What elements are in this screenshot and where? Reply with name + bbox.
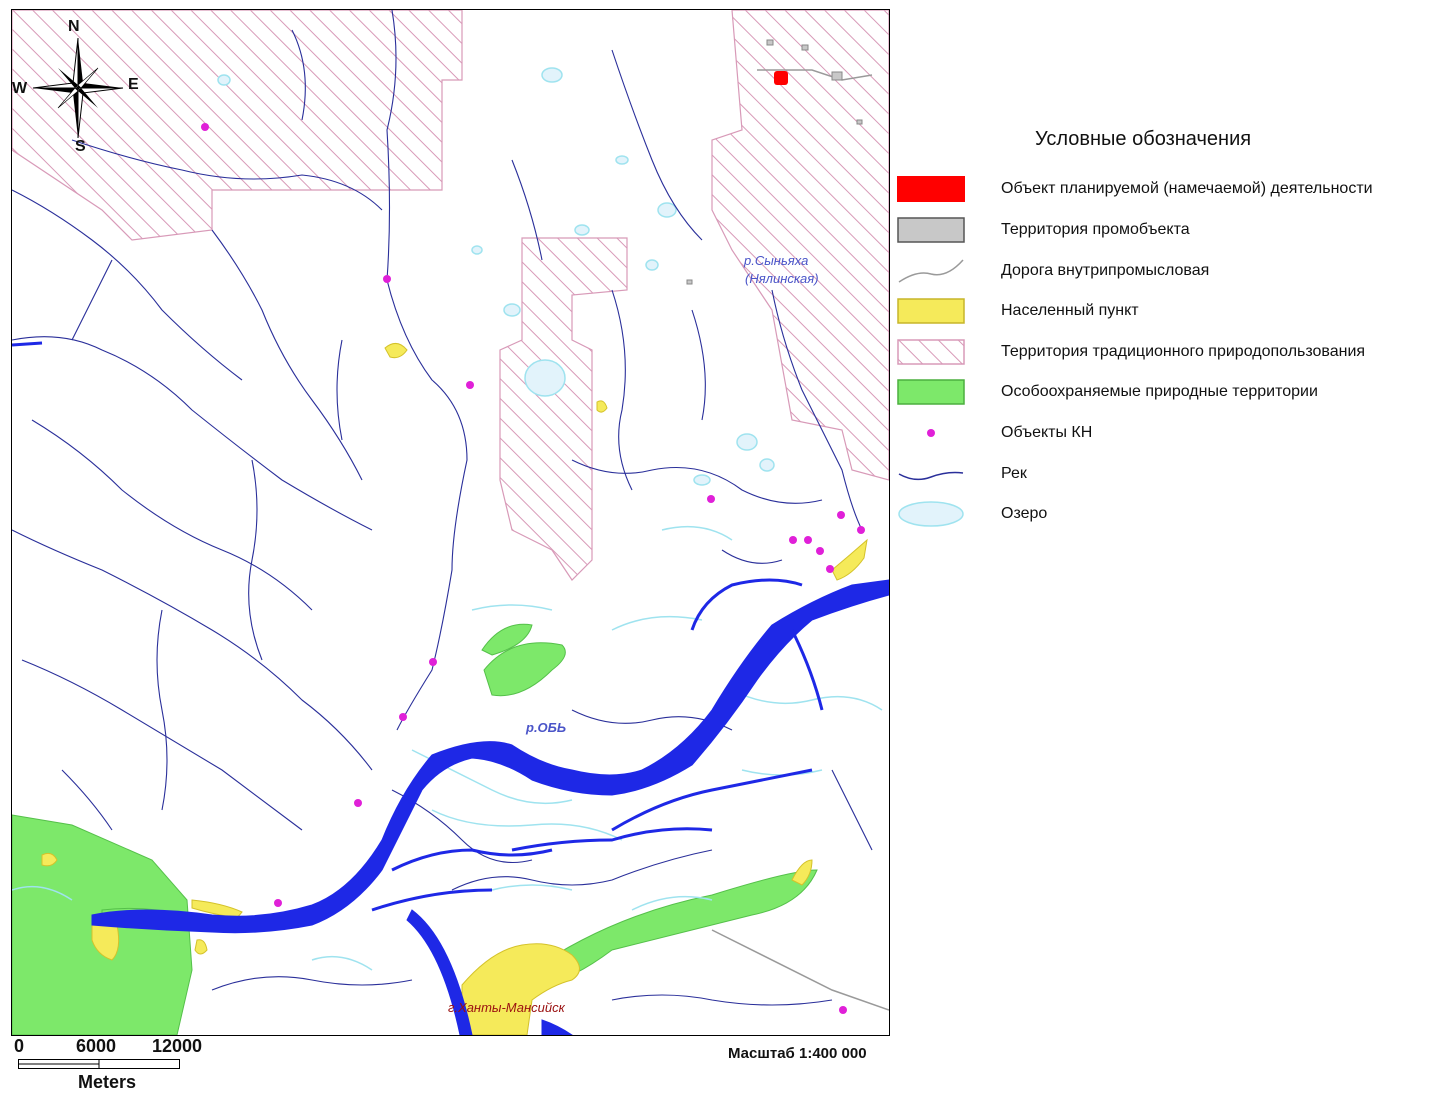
map-frame[interactable]: N S W E р.Сыньяха (Нялинская) р.ОБЬ г.Ха…: [11, 9, 890, 1036]
planned-object-marker[interactable]: [774, 71, 788, 85]
legend-item-rivers: Рек: [897, 461, 1439, 491]
legend-item-industrial-area: Территория промобъекта: [897, 217, 1439, 247]
river-line-icon: [898, 471, 964, 481]
compass-s: S: [75, 138, 86, 155]
industrial-areas: [686, 39, 863, 285]
rivers: [12, 10, 873, 1006]
compass-n: N: [68, 18, 80, 35]
kn-objects[interactable]: [201, 123, 865, 1014]
scale-bar-graphic: [18, 1059, 180, 1069]
yellow-rectangle-icon: [897, 298, 965, 324]
legend-item-protected-area: Особоохраняемые природные территории: [897, 379, 1439, 409]
magenta-dot-icon: [927, 429, 935, 437]
legend-item-settlement: Населенный пункт: [897, 298, 1439, 328]
label-river-synyakha-alt: (Нялинская): [745, 271, 819, 286]
legend-item-planned-object: Объект планируемой (намечаемой) деятельн…: [897, 176, 1439, 206]
label-river-synyakha: р.Сыньяха: [744, 253, 809, 268]
scale-tick-0: 0: [14, 1036, 25, 1056]
map-canvas: [12, 10, 889, 1035]
label-city-khanty-mansiysk: г.Ханты-Мансийск: [448, 1000, 565, 1015]
ob-river-branches: [12, 341, 824, 912]
lakes: [217, 67, 775, 486]
scale-unit: Meters: [78, 1072, 137, 1092]
road-line-icon: [898, 259, 964, 283]
green-rectangle-icon: [897, 379, 965, 405]
scale-tick-6000: 6000: [76, 1036, 117, 1056]
roads: [711, 69, 889, 1011]
legend-item-lake: Озеро: [897, 501, 1439, 531]
legend-item-traditional-use: Территория традиционного природопользова…: [897, 339, 1439, 369]
compass-e: E: [128, 76, 139, 93]
red-rectangle-icon: [897, 176, 965, 202]
hatched-rectangle-icon: [897, 339, 965, 365]
scale-ratio: Масштаб 1:400 000: [728, 1045, 867, 1062]
settlements: [41, 343, 868, 1035]
traditional-use-areas: [12, 10, 889, 581]
legend-item-road: Дорога внутрипромысловая: [897, 258, 1439, 288]
gray-rectangle-icon: [897, 217, 965, 243]
label-river-ob: р.ОБЬ: [526, 720, 567, 735]
lake-ellipse-icon: [898, 501, 964, 527]
scale-bar: 0 6000 12000 Meters: [14, 1036, 214, 1096]
ob-river: [91, 579, 889, 1035]
compass-rose-icon: [32, 37, 124, 139]
compass-w: W: [12, 80, 28, 97]
legend-item-kn-objects: Объекты КН: [897, 420, 1439, 450]
legend-title: Условные обозначения: [1035, 128, 1252, 150]
scale-tick-12000: 12000: [152, 1036, 203, 1056]
map-legend: Условные обозначения Объект планируемой …: [897, 0, 1439, 560]
